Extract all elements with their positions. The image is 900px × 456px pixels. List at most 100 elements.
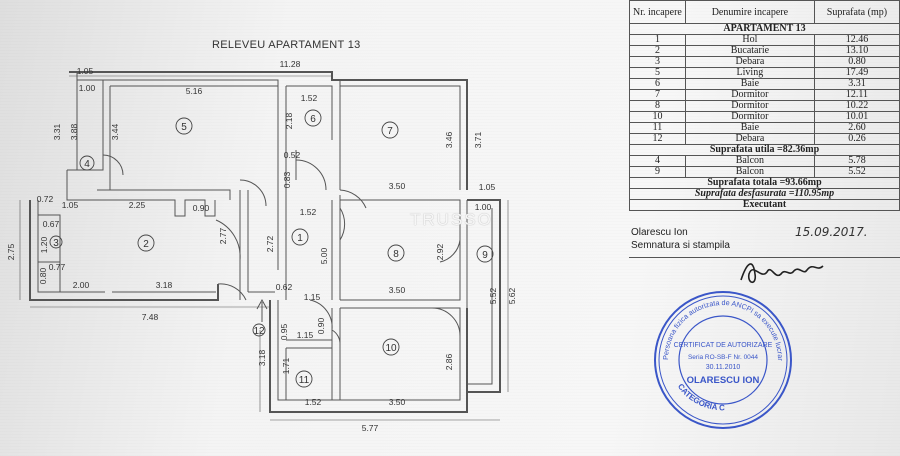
dim-label: 7.48 xyxy=(142,312,159,322)
header-nr: Nr. incapere xyxy=(629,0,686,24)
dim-label: 5.62 xyxy=(507,287,517,304)
dim-label: 1.00 xyxy=(79,83,96,93)
dim-label: 0.80 xyxy=(38,267,48,284)
dim-label: 3.50 xyxy=(389,285,406,295)
wall xyxy=(277,300,461,401)
bath-11 xyxy=(285,347,332,400)
room-marker xyxy=(381,121,399,139)
dim-label: 3.71 xyxy=(473,131,483,148)
wall xyxy=(339,80,461,190)
wall xyxy=(37,262,61,292)
dim-label: 2.72 xyxy=(265,235,275,252)
handwritten-signature xyxy=(740,263,824,284)
door-arc xyxy=(431,307,461,337)
dim-label: 1.05 xyxy=(62,200,79,210)
dim-label: 2.25 xyxy=(129,200,146,210)
official-stamp: Persoana fizica autorizata de ANCPI sa e… xyxy=(648,285,792,429)
wall xyxy=(285,85,333,180)
room-marker xyxy=(387,244,405,262)
door-arc xyxy=(102,154,124,176)
door-arc xyxy=(295,159,327,191)
dim-label: 5.77 xyxy=(362,423,379,433)
dim-label: 5.52 xyxy=(488,287,498,304)
dim-label: 2.18 xyxy=(284,112,294,129)
entry-arrow xyxy=(256,298,268,322)
room-marker xyxy=(79,155,95,171)
room-marker xyxy=(291,228,309,246)
dim-label: 0.77 xyxy=(49,262,66,272)
dim-label: 2.00 xyxy=(73,280,90,290)
dim-label: 1.15 xyxy=(297,330,314,340)
dim-label: 0.83 xyxy=(282,171,292,188)
dim-label: 2.86 xyxy=(444,353,454,370)
dim-label: 3.50 xyxy=(389,397,406,407)
dim-label: 1.52 xyxy=(305,397,322,407)
dim-label: 1.05 xyxy=(77,66,94,76)
room-marker xyxy=(49,235,63,249)
room-10-label: 10 xyxy=(385,343,397,354)
door-arc xyxy=(331,329,341,346)
dim-label: 2.77 xyxy=(218,227,228,244)
dim-label: 2.92 xyxy=(435,243,445,260)
room-marker xyxy=(382,338,400,356)
room-marker xyxy=(304,109,322,127)
room-2-label: 2 xyxy=(143,239,149,250)
room-5-label: 5 xyxy=(181,122,187,133)
header-area: Suprafata (mp) xyxy=(813,0,900,24)
dim-label: 1.71 xyxy=(281,357,291,374)
door-arc xyxy=(215,219,241,261)
developed-area: Suprafata desfasurata =110.95mp xyxy=(629,188,900,200)
balcony-9 xyxy=(466,199,501,393)
executant-label: Executant xyxy=(629,199,900,211)
room-marker xyxy=(295,370,313,388)
dim-label: 5.00 xyxy=(319,247,329,264)
dim-label: 3.88 xyxy=(69,123,79,140)
dim-label: 2.75 xyxy=(6,243,16,260)
stamp-series: Seria RO-SB-F Nr. 0044 xyxy=(688,354,758,361)
door-arc xyxy=(217,283,247,301)
room-marker xyxy=(252,323,266,337)
door-arc xyxy=(309,299,333,331)
wall xyxy=(97,189,231,200)
dim-label: 1.20 xyxy=(39,236,49,253)
dim-label: 1.15 xyxy=(304,292,321,302)
section-title: APARTAMENT 13 xyxy=(629,23,900,35)
room-9-label: 9 xyxy=(482,250,488,261)
dim-label: 0.52 xyxy=(284,150,301,160)
room-4-label: 4 xyxy=(84,159,90,170)
room-marker xyxy=(137,234,155,252)
dim-label: 5.16 xyxy=(186,86,203,96)
area-table: Nr. incapere Denumire incapere Suprafata… xyxy=(629,0,900,211)
table-header-row: Nr. incapere Denumire incapere Suprafata… xyxy=(629,0,900,24)
wall xyxy=(103,79,279,180)
room-marker xyxy=(476,245,494,263)
executant-name: Olarescu Ion xyxy=(631,227,688,238)
door-arc xyxy=(339,207,346,241)
dim-label: 0.62 xyxy=(276,282,293,292)
useful-area: Suprafata utila =82.36mp xyxy=(629,144,900,156)
divider xyxy=(629,257,900,258)
door-arc xyxy=(239,179,267,207)
watermark: TRUSSO xyxy=(410,210,493,229)
wall xyxy=(277,180,287,300)
dim-label: 3.18 xyxy=(156,280,173,290)
room-8-walls xyxy=(339,195,461,301)
dim-label: 3.18 xyxy=(257,349,267,366)
dim-label: 1.00 xyxy=(475,202,492,212)
room-1-label: 1 xyxy=(297,233,303,244)
dim-label: 11.28 xyxy=(280,59,301,69)
wall xyxy=(239,190,249,300)
wall xyxy=(467,208,493,385)
outer-wall-left xyxy=(29,200,219,301)
dim-label: 0.95 xyxy=(279,323,289,340)
room-8-label: 8 xyxy=(393,249,399,260)
dim-label: 3.31 xyxy=(52,123,62,140)
signature-label: Semnatura si stampila xyxy=(631,240,730,251)
